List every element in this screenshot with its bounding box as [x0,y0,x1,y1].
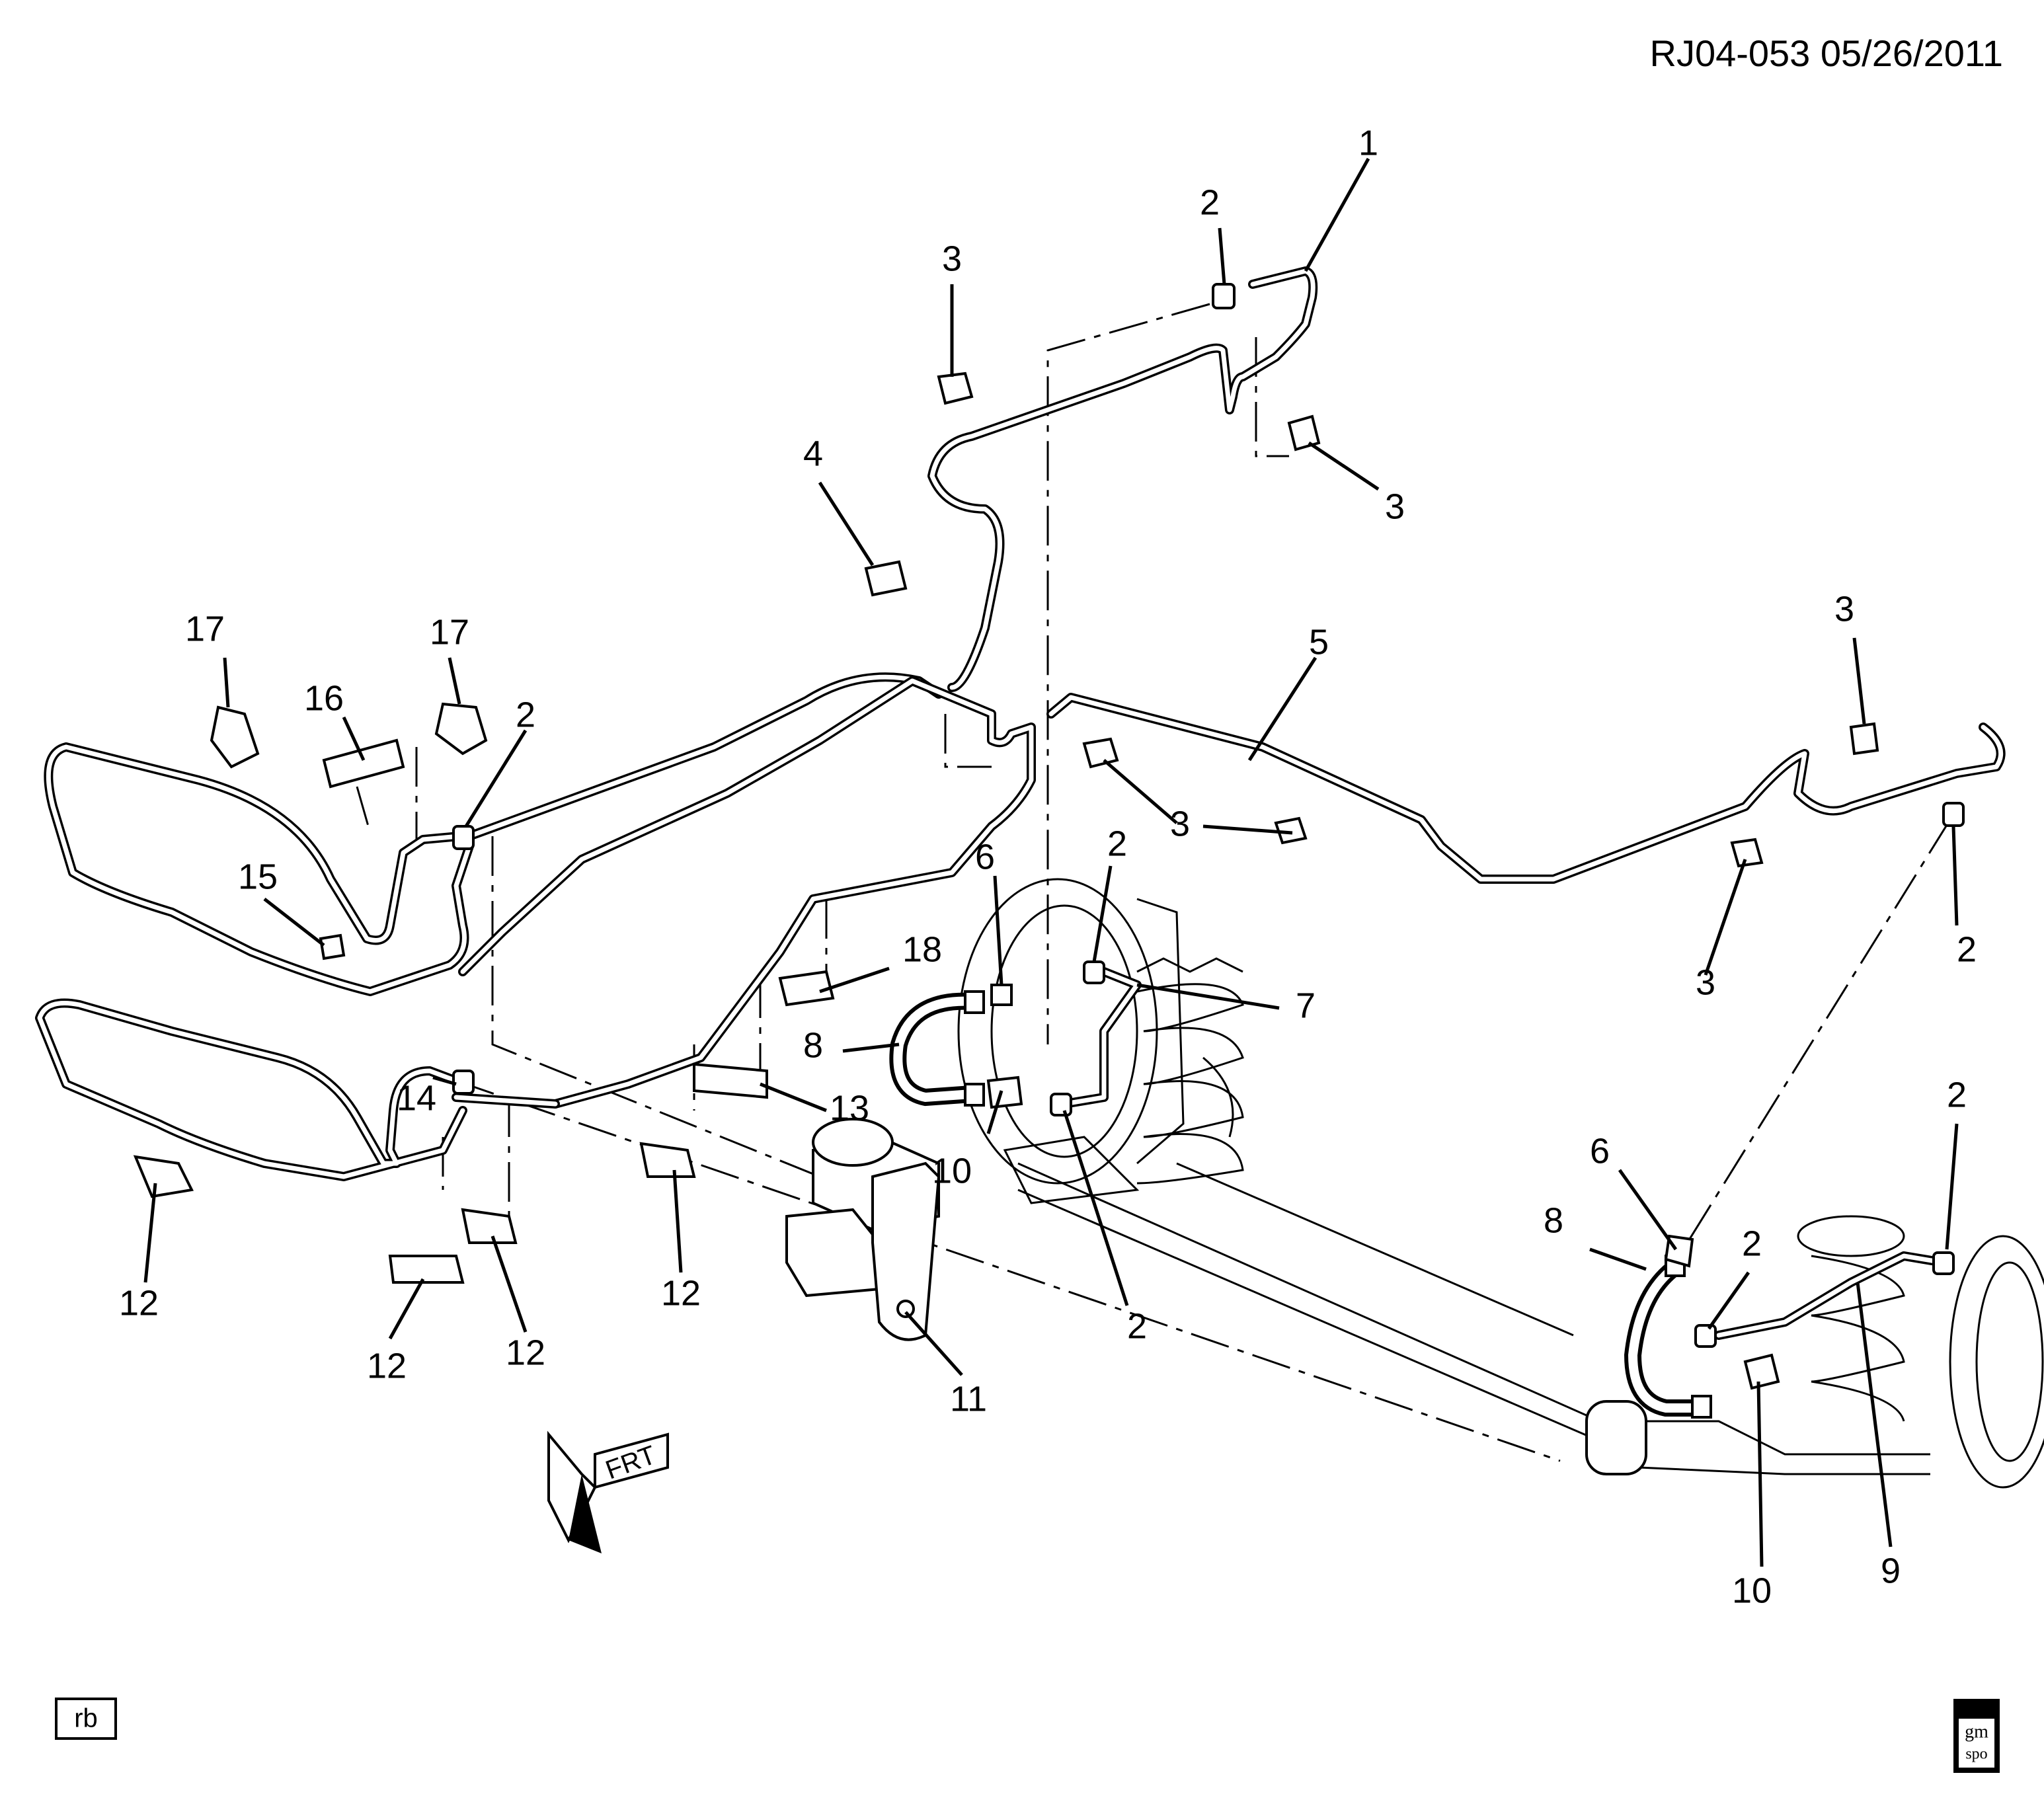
logo-text-bottom: spo [1965,1746,1987,1763]
tube-nut [1694,1324,1717,1348]
multi-clip [434,702,488,756]
multi-clip [693,1062,768,1099]
pipe-clip [1082,737,1119,769]
multi-clip [133,1155,194,1198]
callout-2: 2 [1947,1075,1967,1114]
callout-3: 3 [1170,804,1190,843]
callout-3: 3 [1696,962,1715,1002]
callout-3: 3 [942,239,962,278]
front-direction-arrow: FRT [547,1430,669,1553]
pipe-clip [1274,816,1308,845]
callout-7: 7 [1296,986,1316,1025]
callout-12: 12 [367,1346,407,1386]
pipe-clip [1849,722,1879,756]
callout-11: 11 [950,1379,987,1419]
reference-line [1678,819,1951,1257]
callout-2: 2 [1200,182,1220,222]
abs-modulator [785,1118,941,1341]
callout-2: 2 [516,695,535,734]
callout-10: 10 [1732,1571,1772,1610]
reference-line [356,786,372,834]
multi-clip [778,970,835,1007]
brake-pipe-5 [465,672,2006,884]
front-wheel-hub [957,878,1185,1185]
callout-3: 3 [1834,589,1854,629]
reference-line [1046,303,1210,1044]
callout-8: 8 [1544,1200,1563,1240]
callout-5: 5 [1309,622,1329,662]
leader-lines [143,157,1959,1567]
brake-pipe-lower-loop [35,998,560,1181]
callout-6: 6 [975,837,995,877]
brake-hose-rear [1624,1255,1712,1419]
multi-clip [388,1255,465,1284]
hose-bracket [986,1075,1023,1109]
brake-pipe-upper-loop [44,676,1036,1109]
corner-tag-label: rb [74,1704,98,1733]
callout-9: 9 [1881,1551,1901,1590]
tube-nut [1212,283,1236,309]
callout-12: 12 [661,1273,701,1313]
reference-line [455,1079,1561,1462]
pipe-clip [1287,414,1321,451]
callout-labels: 1 2 3 3 4 17 17 16 2 5 3 3 3 15 6 18 2 7… [119,123,1977,1610]
multi-clip [210,705,260,769]
reference-line [491,836,820,1178]
tube-nut [452,1070,475,1095]
callout-18: 18 [902,929,942,969]
tube-nut [1932,1251,1955,1275]
tube-nut [1083,960,1105,984]
callout-12: 12 [119,1283,159,1323]
callout-13: 13 [830,1088,869,1128]
brake-pipe-7 [1060,967,1142,1109]
callout-2: 2 [1957,929,1977,969]
brake-hose-front [889,990,985,1107]
corner-tag: rb [55,1698,117,1740]
gm-spo-logo: gm spo [1953,1699,2000,1773]
callout-3: 3 [1385,487,1405,526]
bracket-clip [990,984,1013,1006]
multi-clip [461,1208,518,1244]
tube-nut [1050,1093,1072,1116]
multi-clip [322,738,405,789]
diagram-code: RJ04-053 05/26/2011 [1650,32,2004,74]
callout-16: 16 [304,678,344,718]
callout-17: 17 [185,609,225,648]
callout-8: 8 [803,1025,823,1065]
hose-bracket [1743,1353,1780,1390]
callout-2: 2 [1742,1224,1762,1263]
multi-clip [639,1142,696,1178]
callout-6: 6 [1590,1131,1610,1171]
pipe-clip [1730,838,1764,868]
rear-wheel-hub [1949,1235,2044,1489]
brake-pipe-9 [1714,1251,1948,1340]
rear-coil-spring [1797,1215,1905,1422]
reference-line [1255,337,1289,457]
callout-1: 1 [1358,123,1378,163]
callout-2: 2 [1127,1306,1147,1346]
callout-10: 10 [932,1151,972,1191]
pipe-clip [864,560,908,597]
callout-14: 14 [397,1078,436,1118]
callout-2: 2 [1107,824,1127,863]
logo-text-top: gm [1965,1721,1988,1742]
reference-line [944,714,992,768]
front-coil-spring [1136,957,1244,1185]
pipe-clip [937,371,974,405]
callout-12: 12 [506,1333,545,1372]
callout-17: 17 [430,612,469,652]
pipe-clip [319,933,346,960]
callout-4: 4 [803,434,823,473]
tube-nut [1942,802,1965,827]
tube-nut [452,825,475,850]
callout-15: 15 [238,857,278,896]
rear-axle-beam [1003,1056,1930,1475]
brake-pipe-1 [927,266,1318,692]
